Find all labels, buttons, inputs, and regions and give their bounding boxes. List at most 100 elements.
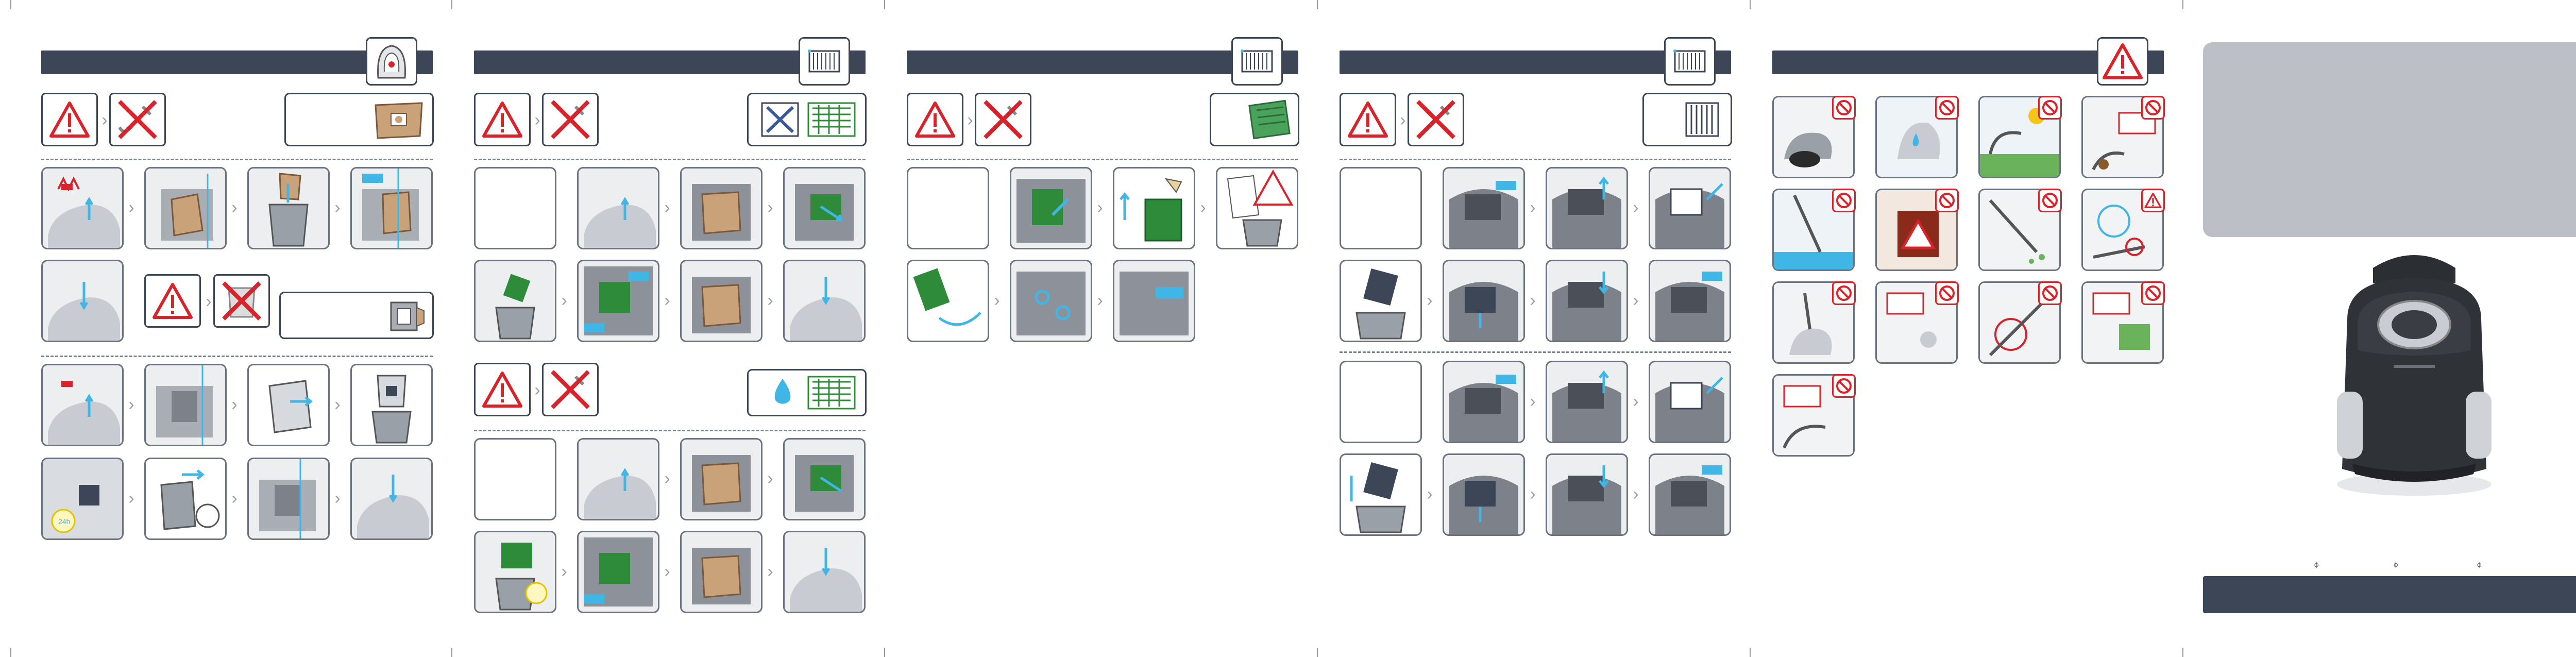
prohibited-badge (1832, 281, 1856, 305)
warning-triangle-icon (2144, 193, 2162, 208)
warning-no-pets (1772, 96, 1855, 178)
prohibited-icon (2042, 285, 2058, 301)
prohibited-badge (1935, 96, 1959, 120)
divider-dashed (474, 159, 866, 160)
step-close-lid (41, 260, 124, 342)
no-plug-icon (118, 100, 157, 139)
warning-triangle-icon (152, 283, 193, 319)
prohibited-badge (2038, 96, 2062, 120)
step-open-lid (41, 167, 124, 249)
step-lock-cover (1649, 453, 1731, 536)
crop-mark (2182, 648, 2183, 657)
step-replace-bag (680, 260, 762, 342)
step-remove-hepa (1649, 361, 1731, 443)
prohibited-badge (1832, 189, 1856, 212)
step-open-lid (577, 438, 659, 520)
divider-dashed (474, 430, 866, 431)
step-remove-hepa (1649, 167, 1731, 249)
step-arrow-icon: › (334, 395, 341, 414)
step-arrow-icon: › (534, 110, 540, 130)
step-lower-cover (1546, 260, 1628, 342)
step-insert-filter (577, 531, 659, 613)
step-arrow-icon: › (1427, 291, 1433, 310)
step-arrow-icon: › (767, 562, 773, 581)
warning-box (907, 93, 963, 146)
warning-no-damaged-cord (1978, 281, 2061, 364)
warning-box (474, 363, 531, 416)
crop-mark (1317, 0, 1318, 9)
step-lower-cover (1546, 453, 1628, 536)
prohibited-icon (1836, 100, 1852, 115)
prohibited-badge (2141, 281, 2165, 305)
step-arrow-icon: › (1530, 392, 1536, 411)
unplug-warning-box (109, 93, 166, 146)
prohibited-icon (1939, 285, 1955, 301)
step-arrow-icon: › (1400, 110, 1406, 130)
crop-mark (451, 0, 452, 9)
crop-mark (884, 648, 885, 657)
panel-motor-filter: › › › › › › › › (474, 0, 881, 657)
prohibited-badge (1832, 374, 1856, 398)
product-image (2316, 247, 2512, 500)
green-filter-icon (1248, 100, 1291, 139)
step-remove-bag-holder (144, 364, 227, 446)
step-arrow-icon: › (1530, 484, 1536, 504)
cover-footer-bar (2203, 576, 2576, 613)
prohibited-icon (2145, 100, 2161, 115)
cover-title-area (2203, 42, 2576, 237)
warning-no-liquids (1772, 189, 1855, 271)
filter-info-box (747, 93, 867, 146)
warning-box (144, 274, 201, 328)
prohibited-badge (1832, 96, 1856, 120)
crop-mark (10, 0, 11, 9)
no-plug-icon (551, 100, 590, 139)
step-empty-dust: 24h (41, 458, 124, 540)
step-insert-new-bag (350, 167, 433, 249)
step-arrow-icon: › (664, 469, 670, 488)
step-bag-compartment (680, 438, 762, 520)
step-open-lid (577, 167, 659, 249)
step-remove-filter (783, 167, 866, 249)
header-tab (366, 37, 417, 86)
divider-dashed (907, 159, 1298, 160)
step-blank (474, 167, 556, 249)
svg-text:24h: 24h (58, 517, 70, 526)
green-filter-info-box (1210, 93, 1299, 146)
prohibited-icon (2145, 285, 2161, 301)
step-lift-cover (1546, 361, 1628, 443)
step-close-lid (783, 531, 866, 613)
unplug-warning-box (975, 93, 1031, 146)
prohibited-icon (1939, 193, 1955, 208)
header-tab (1231, 37, 1283, 86)
unplug-warning-box (542, 363, 599, 416)
filter-cartridge-icon (1241, 49, 1273, 73)
prohibited-badge (2038, 189, 2062, 212)
step-blank (907, 167, 989, 249)
step-arrow-icon: › (1633, 484, 1639, 504)
step-dispose-filter (474, 260, 556, 342)
panel-hepa-filter: › › › › › › › › › (1340, 0, 1747, 657)
crop-mark (1317, 648, 1318, 657)
cursor-icon: ⌖ (2313, 559, 2320, 571)
warning-box (474, 93, 531, 146)
step-arrow-icon: › (534, 380, 540, 400)
step-lift-cover (1546, 167, 1628, 249)
no-plug-icon (551, 370, 590, 409)
step-arrow-icon: › (967, 110, 973, 130)
header-tab (1664, 37, 1716, 86)
washable-filter-info-box (747, 369, 867, 416)
step-arrow-icon: › (1427, 484, 1433, 504)
warning-triangle-icon (1348, 102, 1388, 138)
warning-box (1340, 93, 1396, 146)
warning-triangle-icon (482, 102, 522, 138)
step-arrow-icon: › (767, 291, 773, 310)
step-blank (1340, 167, 1422, 249)
step-blank (1340, 361, 1422, 443)
prohibited-badge (1935, 189, 1959, 212)
bag-holder-info-box (279, 292, 434, 339)
prohibited-icon (2042, 100, 2058, 115)
warning-no-sharp-objects (1875, 281, 1958, 364)
washable-filter-icon (774, 376, 856, 410)
step-wash-filter (474, 531, 556, 613)
no-plug-icon (1416, 100, 1455, 139)
